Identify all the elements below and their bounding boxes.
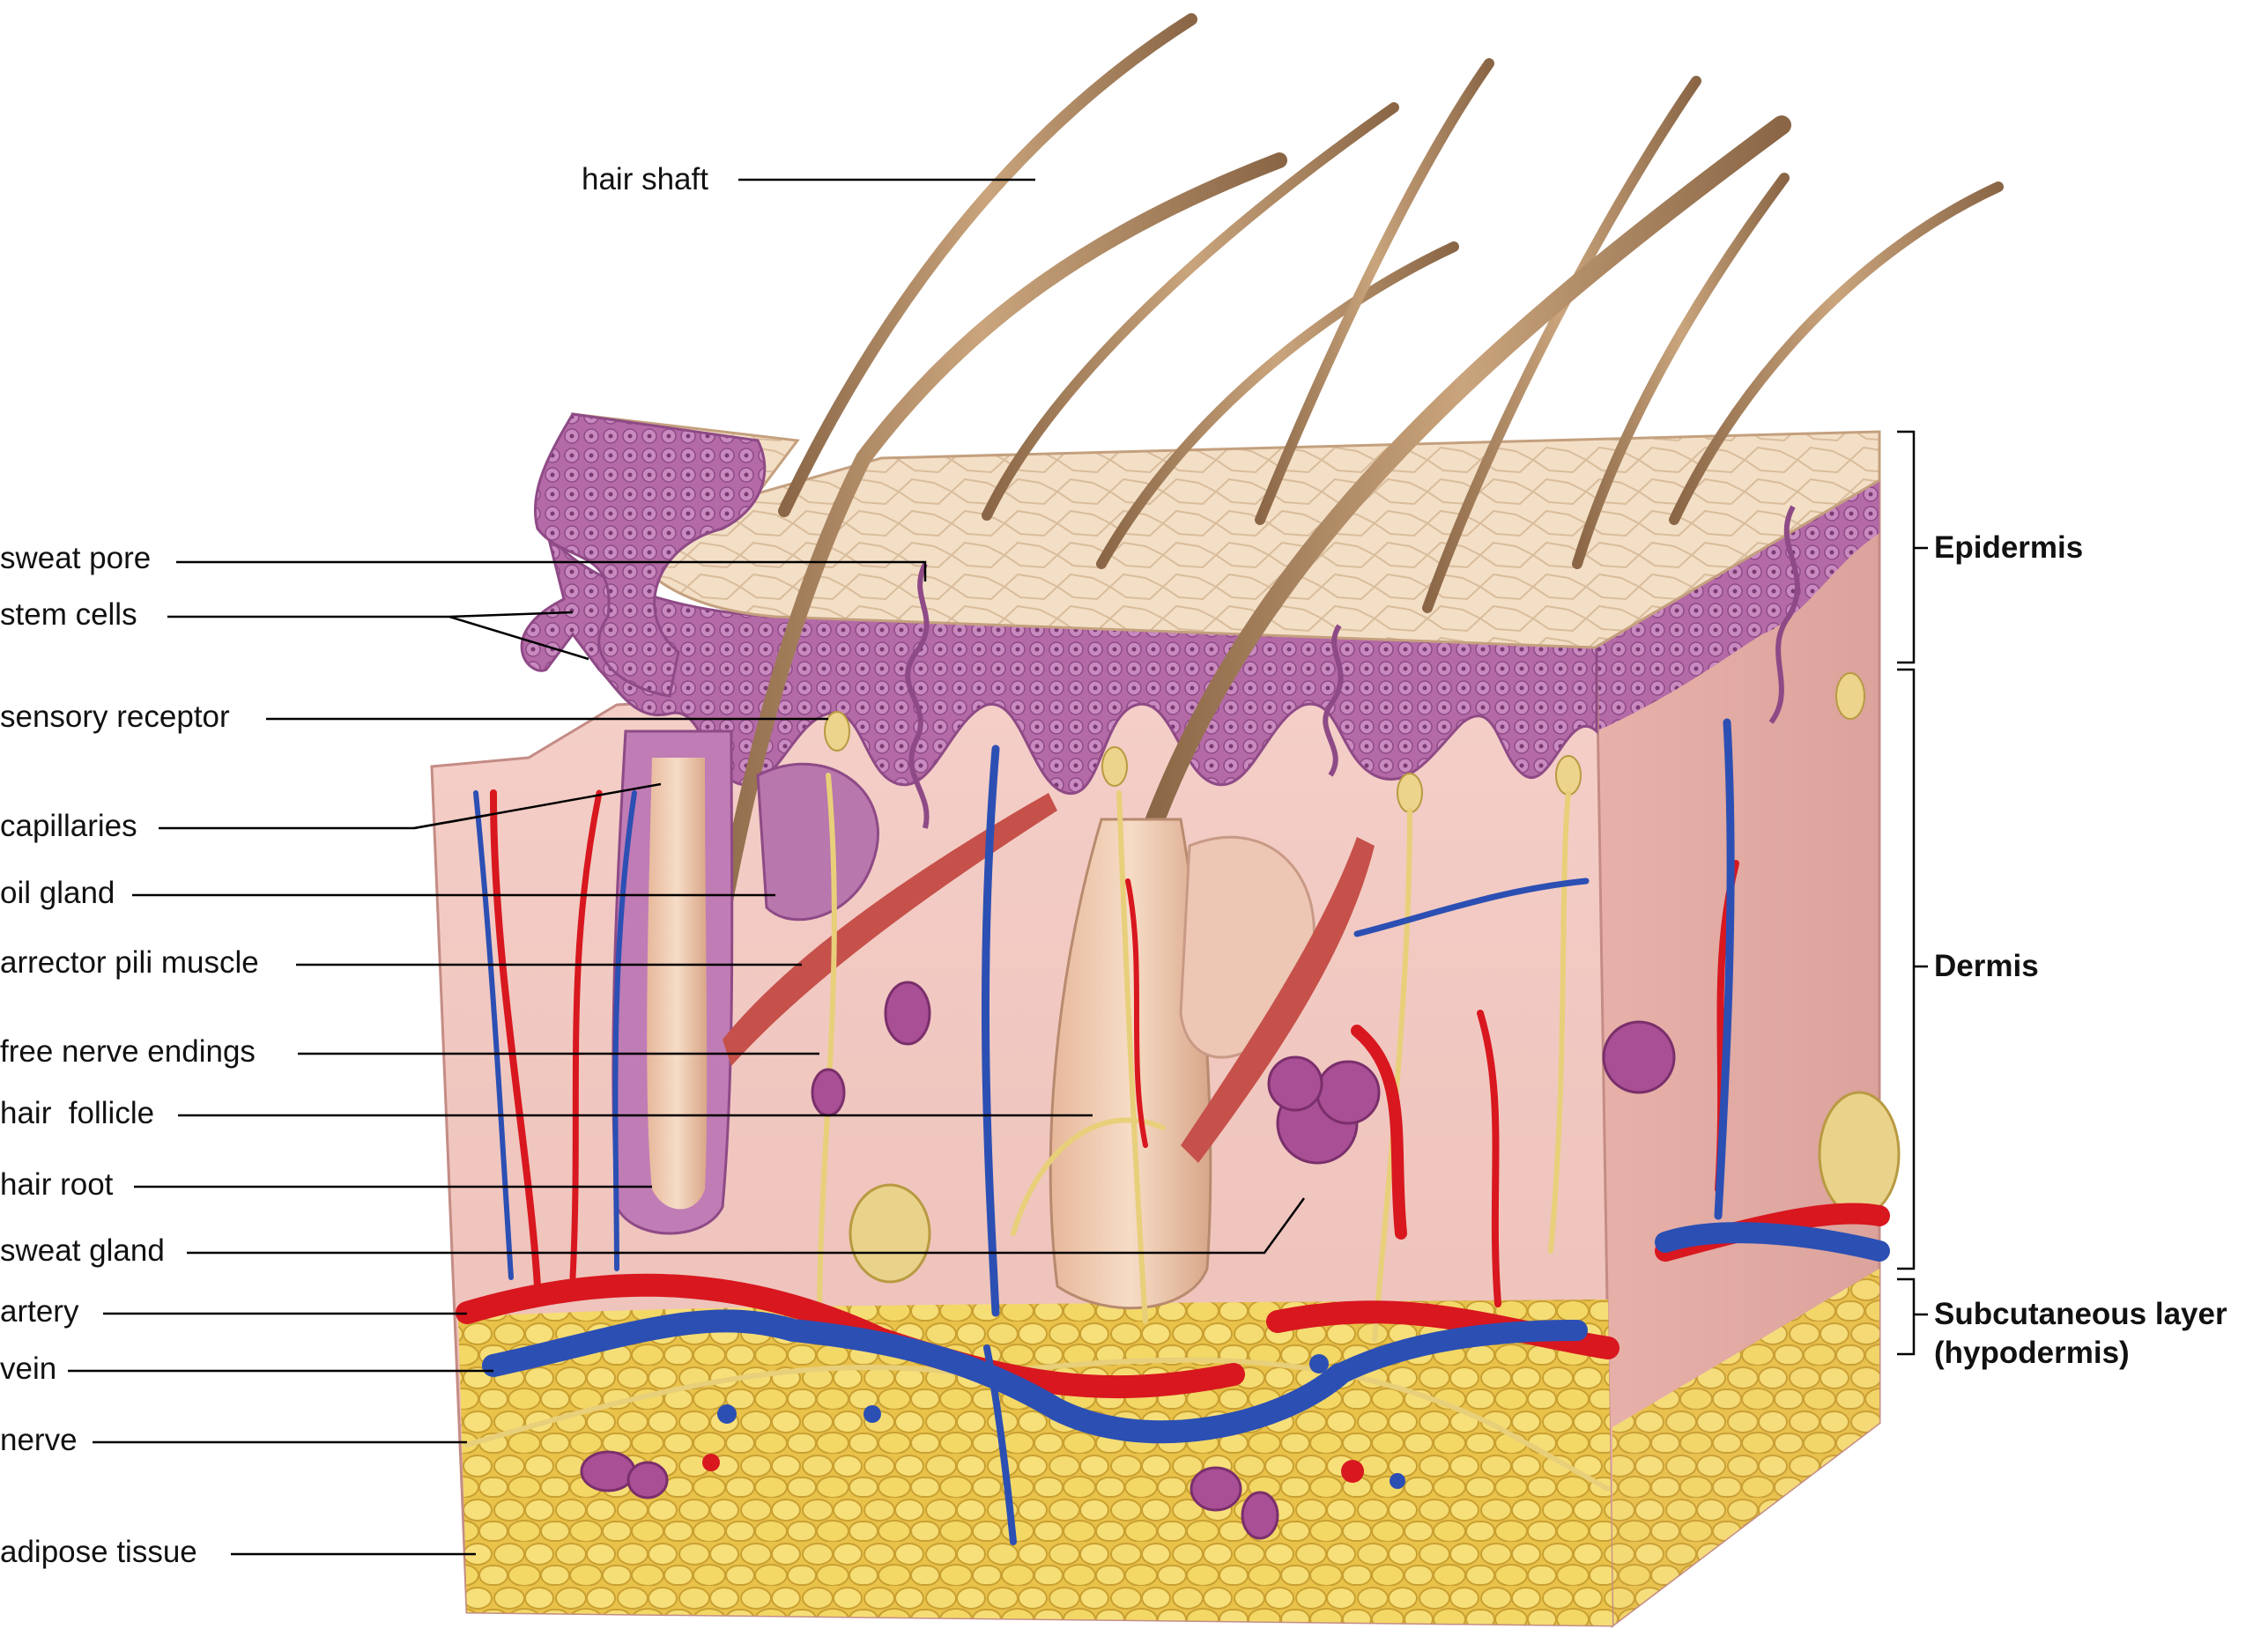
label-hair-follicle: hair follicle — [0, 1096, 155, 1130]
label-sweat-pore: sweat pore — [0, 541, 152, 575]
hair-root-left — [647, 758, 708, 1210]
veins — [473, 718, 1890, 1545]
bracket-epidermis — [1897, 430, 1928, 664]
label-dermis: Dermis — [1934, 949, 2039, 983]
label-hair-shaft: hair shaft — [582, 162, 708, 196]
arrector-pili-muscle-left — [723, 793, 1057, 1066]
label-artery: artery — [0, 1294, 79, 1329]
label-hypodermis: (hypodermis) — [1934, 1336, 2130, 1370]
label-oil-gland: oil gland — [0, 876, 115, 910]
label-capillaries: capillaries — [0, 809, 137, 843]
leader-sweat-gland — [187, 1197, 1306, 1255]
label-vein: vein — [0, 1351, 57, 1386]
side-epidermis — [1595, 480, 1879, 731]
label-sweat-gland: sweat gland — [0, 1233, 165, 1268]
label-free-nerve-endings: free nerve endings — [0, 1034, 256, 1069]
arrector-pili-muscle-right — [1181, 837, 1375, 1163]
oil-gland-left — [756, 762, 879, 922]
label-subcutaneous-layer: Subcutaneous layer — [1934, 1297, 2227, 1331]
leader-sweat-pore — [176, 560, 927, 581]
label-hair-root: hair root — [0, 1167, 114, 1202]
bracket-dermis — [1897, 668, 1928, 1270]
sweat-gland-coil — [1267, 1020, 1676, 1165]
label-arrector-pili-muscle: arrector pili muscle — [0, 945, 259, 980]
label-sensory-receptor: sensory receptor — [0, 700, 230, 734]
sensory-receptors — [824, 672, 1865, 813]
label-adipose-tissue: adipose tissue — [0, 1535, 197, 1569]
label-epidermis: Epidermis — [1934, 530, 2084, 565]
epidermis-cutaway — [533, 412, 767, 698]
label-stem-cells: stem cells — [0, 597, 137, 632]
side-fat-layer — [1612, 1269, 1879, 1625]
vessel-cross-sections — [702, 1354, 1405, 1489]
leader-lines — [68, 178, 1928, 1556]
sweat-ducts — [905, 505, 1800, 829]
label-nerve: nerve — [0, 1423, 78, 1457]
fat-gland-blobs — [580, 981, 1279, 1540]
pacinian-corpuscles — [849, 1091, 1901, 1284]
bracket-subcutaneous — [1897, 1277, 1928, 1356]
